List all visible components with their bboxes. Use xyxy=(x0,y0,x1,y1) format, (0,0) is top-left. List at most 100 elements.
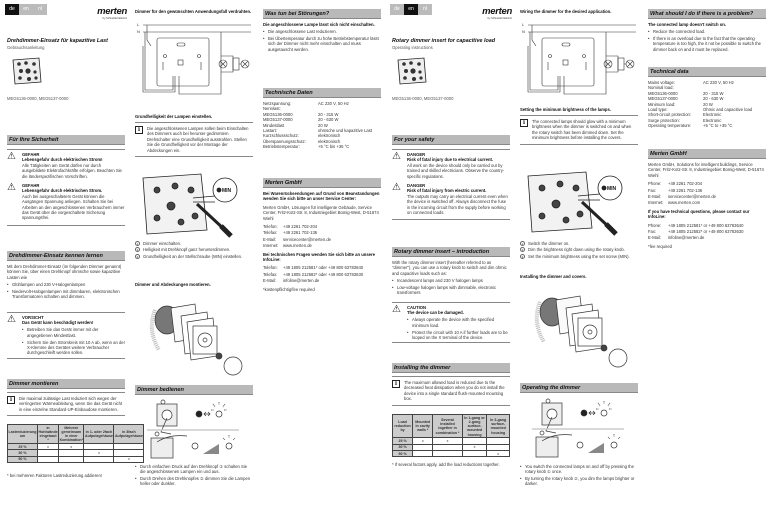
title-block: Rotary dimmer insert for capacitive load… xyxy=(392,38,514,50)
device-image xyxy=(9,56,127,87)
column-header: in Hohlwände eingebaut * xyxy=(36,423,60,445)
column-header: In 3-gang surface-mounted housing xyxy=(486,413,510,439)
warning-triangle-icon: ⚠ xyxy=(392,182,401,194)
tech-value: 20 - 315 W xyxy=(703,90,724,96)
table-cell xyxy=(113,443,145,451)
tech-label: Surge protection: xyxy=(648,117,680,123)
step-heading: Dimmer für den gewünschten Anwendungsfal… xyxy=(135,9,252,14)
infoline-heading: If you have technical questions, please … xyxy=(648,208,750,220)
warning-headline: Risk of fatal injury from electric curre… xyxy=(407,188,487,194)
table-cell: x xyxy=(486,450,510,458)
step-number-icon: 2 xyxy=(135,247,140,253)
fee-note: *fee required xyxy=(648,243,672,249)
step-heading: Wiring the dimmer for the desired applic… xyxy=(520,9,612,14)
tech-label: Mindestlast xyxy=(263,122,285,128)
caution-headline: The device can be damaged. xyxy=(407,310,464,316)
tech-row: Lastart:ohmsche und kapazitive Last xyxy=(263,128,381,133)
footnote: * bei mehreren Faktoren Lastreduzierung … xyxy=(7,473,125,478)
svg-text:MIN: MIN xyxy=(607,186,617,192)
lang-tab-en[interactable]: en xyxy=(19,4,33,15)
tech-label: Nominal load: xyxy=(648,85,674,91)
operate-bullets: Durch einfachen Druck auf den Drehknopf … xyxy=(135,464,253,487)
tech-label: MEG5137-0000 xyxy=(263,117,293,123)
wiring-heading: Wiring the dimmer for the desired applic… xyxy=(520,9,638,14)
table-cell xyxy=(58,449,85,457)
install-heading: Installing the dimmer and covers. xyxy=(520,274,638,279)
divider xyxy=(7,224,125,226)
tech-label: MEG5137-0000 xyxy=(648,96,678,102)
lang-tab-de[interactable]: de xyxy=(5,4,19,15)
column-header: Lastreduzierung um xyxy=(7,423,38,445)
contact-value: infoline@merten.de xyxy=(283,278,320,284)
warning-level: GEFAHR xyxy=(22,183,40,189)
tech-label: MEG5136-0000 xyxy=(648,90,678,96)
tech-value: Electronic xyxy=(703,117,722,123)
install-illustration xyxy=(145,290,263,381)
tech-value: 20 - 630 W xyxy=(318,117,339,123)
lang-tab-nl[interactable]: nl xyxy=(33,4,47,15)
svg-text:N: N xyxy=(137,29,140,34)
table-cell xyxy=(432,443,463,452)
tech-row: Kurzschlussschutz:elektronisch xyxy=(263,133,381,138)
step-text: Dimmer einschalten. xyxy=(143,241,182,246)
logo-name: merten xyxy=(482,6,512,17)
tech-row: Nominal load: xyxy=(648,85,766,90)
warning-triangle-icon: ⚠ xyxy=(7,182,16,194)
divider xyxy=(392,302,510,303)
table-cell xyxy=(486,443,510,452)
tech-value: Ohmic and capacitive load xyxy=(703,107,753,113)
contact-label: E-Mail: xyxy=(648,235,662,241)
tech-label: Kurzschlussschutz: xyxy=(263,133,299,139)
tech-row: MEG5137-0000 20 - 630 W xyxy=(263,117,381,122)
divider xyxy=(7,149,125,150)
table-footnote: * bei mehreren Faktoren Lastreduzierung … xyxy=(7,473,102,478)
contact-value: +49 1805 212581* oder +49 800 63783640 xyxy=(283,265,364,271)
contact-row: E-Mail:servicecenter@merten.de xyxy=(648,194,766,199)
operate-image xyxy=(528,397,646,460)
operate-list: You switch the connected lamps on and of… xyxy=(520,462,638,487)
fee-note: *kostenpflichtig/fee required xyxy=(263,286,315,292)
list-item: Betreiben Sie das Gerät immer mit der an… xyxy=(22,327,125,338)
contact-value: www.merten.com xyxy=(668,200,701,206)
lang-tab-nl[interactable]: nl xyxy=(418,4,432,15)
contact-label: Phone: xyxy=(648,222,662,228)
column-header: Mounted in cavity walls * xyxy=(412,413,434,439)
step-number-icon: 1 xyxy=(520,241,525,246)
lang-tab-de[interactable]: de xyxy=(390,4,404,15)
column-header: Load reduction by xyxy=(391,413,414,439)
list-item: Niedervolt-Halogenlampen mit dimmbaren, … xyxy=(7,289,125,300)
tech-label: Netzspannung: xyxy=(263,101,292,106)
step-number-icon: 1 xyxy=(135,241,140,246)
list-item: Die angeschlossene Last reduzieren. xyxy=(263,29,381,35)
table-cell: 50 % xyxy=(391,450,414,458)
contact-value: www.merten.de xyxy=(283,243,312,249)
section-heading: Was tun bei Störungen? xyxy=(263,9,381,19)
section-heading: Rotary dimmer insert – introduction xyxy=(392,247,510,257)
document-title: Rotary dimmer insert for capacitive load xyxy=(392,38,496,44)
infoline: Telefon:+49 1805 212581* oder +49 800 63… xyxy=(263,265,381,283)
wiring-heading: Dimmer für den gewünschten Anwendungsfal… xyxy=(135,9,253,14)
lang-tab-en[interactable]: en xyxy=(404,4,418,15)
divider xyxy=(7,357,125,359)
operate-list: Durch einfachen Druck auf den Drehknopf … xyxy=(135,462,253,487)
tech-row: Load type:Ohmic and capacitive load xyxy=(648,107,766,112)
